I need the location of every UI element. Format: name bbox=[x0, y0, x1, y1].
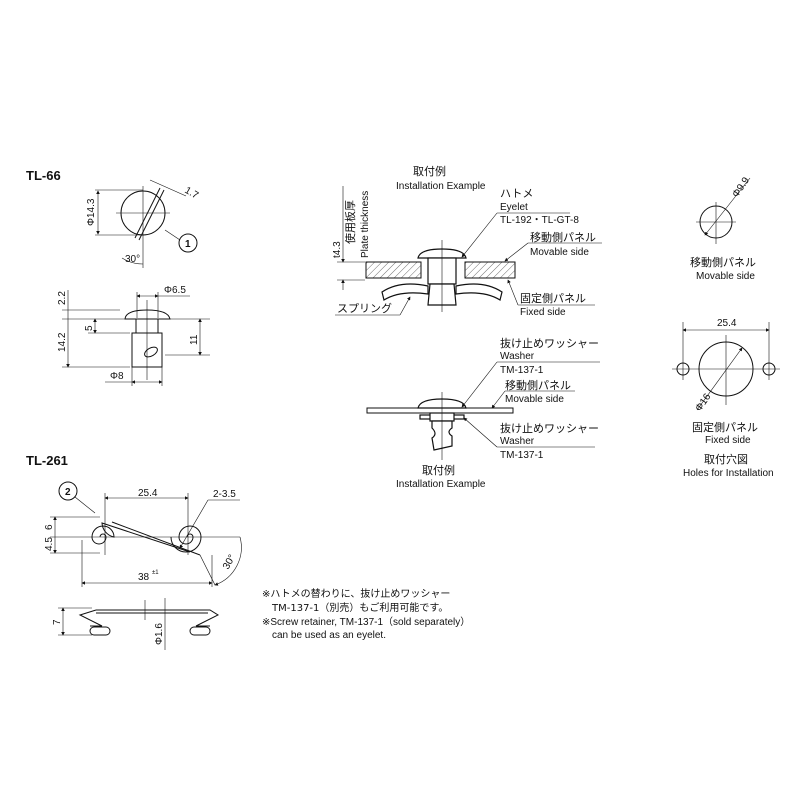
installation-example-bottom: 抜け止めワッシャー Washer TM-137-1 移動側パネル Movable… bbox=[366, 336, 600, 490]
washer1-part: TM-137-1 bbox=[500, 365, 544, 376]
washer2-label-en: Washer bbox=[500, 436, 535, 447]
tl261-title: TL-261 bbox=[26, 453, 68, 468]
tl66-dim-hole-pos: 5 bbox=[84, 325, 95, 331]
tl261-dim-holes: 2-3.5 bbox=[213, 489, 236, 500]
tl66-dim-shank-len: 11 bbox=[189, 334, 200, 345]
tl261-dim-length: 38 bbox=[138, 572, 150, 583]
note-en-line1: ※Screw retainer, TM-137-1（sold separatel… bbox=[262, 616, 470, 628]
holes-title-jp: 取付穴図 bbox=[704, 452, 748, 466]
tl66-dim-body-dia: Φ8 bbox=[110, 371, 124, 382]
tl261-dim-pitch: 25.4 bbox=[138, 488, 158, 499]
fixed-side-label-en: Fixed side bbox=[520, 307, 566, 318]
tl66-balloon bbox=[178, 233, 198, 253]
eyelet-label-en: Eyelet bbox=[500, 202, 528, 213]
washer2-part: TM-137-1 bbox=[500, 450, 544, 461]
spring-label-jp: スプリング bbox=[337, 301, 392, 315]
tl261-dim-angle: 30° bbox=[221, 553, 238, 572]
fixed-side-label-jp: 固定側パネル bbox=[520, 291, 586, 305]
tl261-dim-length-tol: ±1 bbox=[152, 570, 159, 576]
tl66-side-view: Φ6.5 2.2 14.2 5 11 Φ8 bbox=[57, 285, 210, 386]
tl261-dim-height: 7 bbox=[52, 619, 63, 625]
tl261-dim-4-5: 4.5 bbox=[44, 537, 55, 551]
eyelet-part-numbers: TL-192・TL-GT-8 bbox=[500, 215, 579, 226]
tl261-balloon-label: 2 bbox=[65, 487, 71, 498]
tl66-dim-total-height: 14.2 bbox=[57, 332, 68, 352]
tl66-dim-slot: 1.7 bbox=[183, 185, 201, 202]
washer1-label-en: Washer bbox=[500, 351, 535, 362]
movable-side-label-en: Movable side bbox=[530, 247, 589, 258]
tl261-spring-top-view: 25.4 2-3.5 6 4.5 38 ±1 30° bbox=[44, 488, 242, 587]
holes-movable-en: Movable side bbox=[696, 271, 755, 282]
tl261-section: TL-261 2 25.4 2-3.5 6 4.5 38 ±1 bbox=[26, 453, 242, 650]
tl66-dim-angle: 30° bbox=[125, 254, 140, 265]
tl66-section: TL-66 Φ14.3 1.7 30° 1 bbox=[26, 168, 210, 386]
holes-fixed-jp: 固定側パネル bbox=[692, 420, 758, 434]
movable-side2-label-en: Movable side bbox=[505, 394, 564, 405]
tl261-dim-6: 6 bbox=[44, 524, 55, 530]
tl66-top-view: Φ14.3 1.7 30° 1 bbox=[86, 179, 201, 268]
note-jp-line2: TM-137-1（別売）もご利用可能です。 bbox=[271, 601, 448, 614]
tl66-balloon-label: 1 bbox=[185, 239, 191, 250]
movable-side2-label-jp: 移動側パネル bbox=[505, 378, 571, 392]
install-top-title-jp: 取付例 bbox=[413, 164, 446, 178]
plate-thickness-value: t4.3 bbox=[332, 241, 343, 258]
tl261-dim-wire: Φ1.6 bbox=[154, 623, 165, 645]
installation-example-top: 取付例 Installation Example t4.3 使用板厚 Plate… bbox=[332, 164, 602, 318]
tl66-dim-shank-dia: Φ6.5 bbox=[164, 285, 186, 296]
tl66-title: TL-66 bbox=[26, 168, 61, 183]
note-en-line2: can be used as an eyelet. bbox=[272, 630, 386, 641]
note-jp-line1: ※ハトメの替わりに、抜け止めワッシャー bbox=[262, 587, 450, 600]
tl261-balloon bbox=[58, 481, 78, 501]
plate-thickness-en: Plate thickness bbox=[360, 191, 371, 258]
install-bottom-title-en: Installation Example bbox=[396, 479, 486, 490]
plate-thickness-jp: 使用板厚 bbox=[343, 200, 357, 244]
washer1-label-jp: 抜け止めワッシャー bbox=[500, 336, 599, 350]
notes: ※ハトメの替わりに、抜け止めワッシャー TM-137-1（別売）もご利用可能です… bbox=[262, 587, 470, 641]
tl66-dim-head-dia: Φ14.3 bbox=[86, 198, 97, 226]
holes-title-en: Holes for Installation bbox=[683, 468, 774, 479]
holes-movable-jp: 移動側パネル bbox=[690, 255, 756, 269]
eyelet-label-jp: ハトメ bbox=[500, 187, 533, 200]
holes-fixed-en: Fixed side bbox=[705, 435, 751, 446]
movable-side-label-jp: 移動側パネル bbox=[530, 230, 596, 244]
washer2-label-jp: 抜け止めワッシャー bbox=[500, 421, 599, 435]
install-top-title-en: Installation Example bbox=[396, 181, 486, 192]
holes-pitch: 25.4 bbox=[717, 318, 737, 329]
holes-for-installation: Φ9.9 移動側パネル Movable side 25.4 Φ16 固定側パネル… bbox=[672, 175, 780, 479]
tl66-dim-head-height: 2.2 bbox=[57, 291, 68, 305]
install-bottom-title-jp: 取付例 bbox=[422, 463, 455, 477]
tl261-spring-side-view: 7 Φ1.6 bbox=[52, 598, 220, 650]
fixed-hole-dia: Φ16 bbox=[693, 391, 713, 413]
